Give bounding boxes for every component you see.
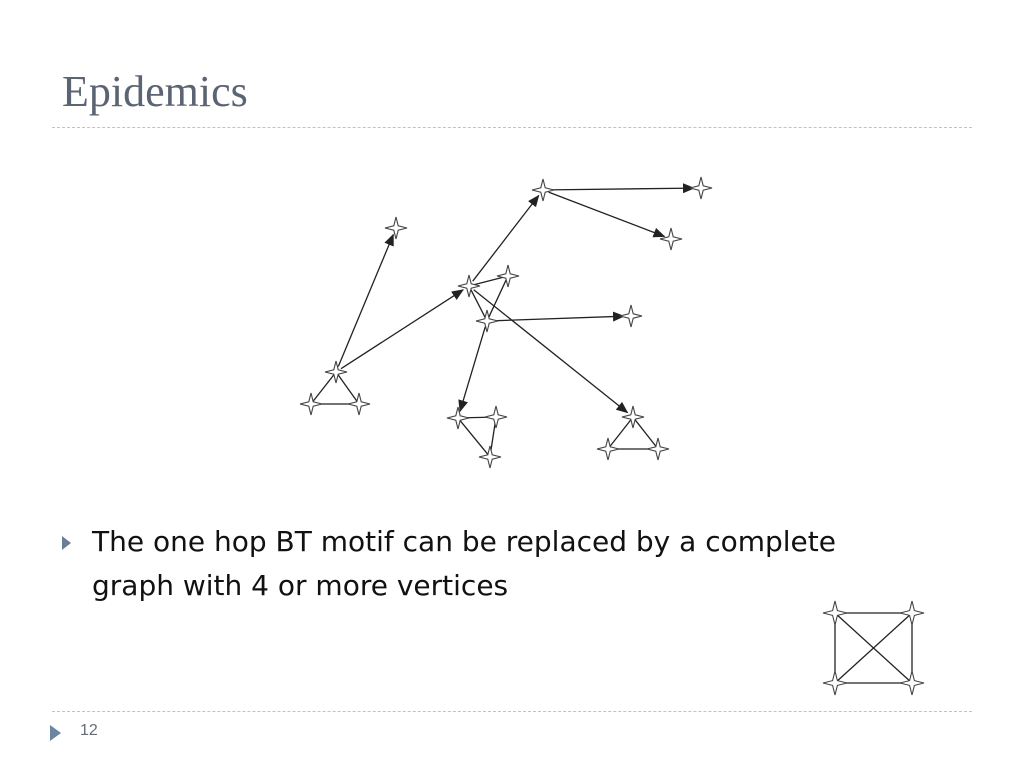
complete-graph-edges (834, 612, 913, 684)
undirected-edge-20 (459, 419, 489, 456)
graph-node-15 (596, 437, 620, 461)
graph-node-14 (446, 406, 470, 430)
directed-edge-7 (492, 311, 625, 322)
directed-edge-4 (548, 183, 695, 194)
directed-edge-6 (473, 289, 629, 414)
complete-graph-node-1 (822, 600, 848, 626)
undirected-edge-15 (609, 418, 632, 448)
directed-edge-1 (337, 233, 394, 367)
complete-graph-diagonal-6 (834, 612, 913, 684)
complete-graph-node-4 (899, 670, 925, 696)
complete-graph-nodes (822, 600, 925, 696)
graph-nodes (299, 176, 713, 469)
graph-node-12 (621, 405, 645, 429)
bullet-text: The one hop BT motif can be replaced by … (92, 525, 836, 602)
graph-node-4 (457, 274, 481, 298)
graph-node-11 (659, 227, 683, 251)
undirected-edge-14 (337, 374, 358, 402)
title-divider (52, 127, 972, 128)
page-number: 12 (80, 722, 98, 739)
graph-node-2 (531, 178, 555, 202)
graph-node-6 (475, 309, 499, 333)
graph-node-13 (619, 304, 643, 328)
bullet-arrow-icon (62, 536, 71, 550)
graph-node-10 (347, 392, 371, 416)
directed-edge-5 (548, 191, 666, 238)
directed-edge-3 (472, 194, 540, 282)
undirected-edge-19 (489, 419, 497, 455)
undirected-edge-9 (471, 276, 506, 286)
graph-node-1 (384, 216, 408, 240)
directed-edge-2 (340, 289, 464, 370)
graph-node-8 (324, 360, 348, 384)
complete-graph-node-2 (899, 600, 925, 626)
footer-divider (52, 711, 972, 712)
undirected-edge-11 (469, 288, 487, 319)
graph-node-9 (299, 392, 323, 416)
directed-edge-8 (458, 326, 486, 413)
graph-node-5 (496, 264, 520, 288)
undirected-edge-17 (634, 418, 657, 448)
slide-title: Epidemics (62, 67, 248, 116)
footer-arrow-icon (50, 725, 61, 741)
graph-node-17 (484, 405, 508, 429)
graph-node-16 (646, 437, 670, 461)
undirected-edge-12 (312, 373, 335, 403)
graph-edges (312, 183, 695, 456)
complete-graph-node-3 (822, 670, 848, 696)
undirected-edge-10 (487, 278, 508, 319)
graph-node-18 (478, 445, 502, 469)
graph-node-3 (689, 176, 713, 200)
